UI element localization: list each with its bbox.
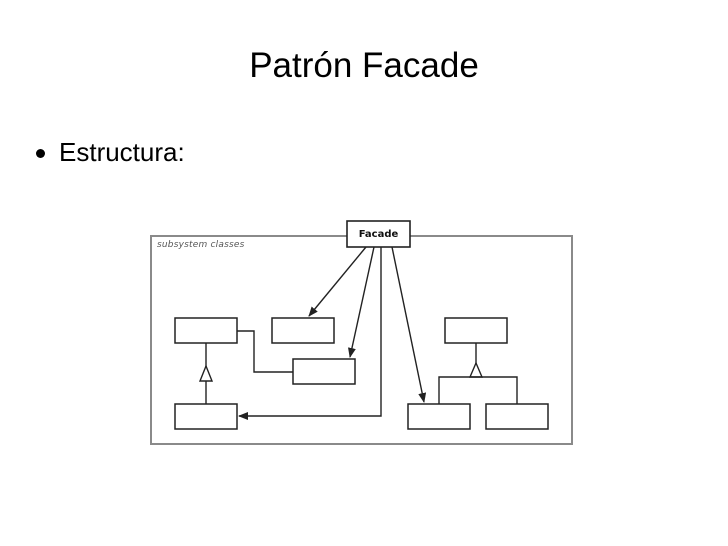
bullet-item: Estructura: — [36, 134, 185, 170]
facade-arrow-to-right-bottom-left — [391, 246, 427, 403]
slide-title: Patrón Facade — [249, 46, 479, 85]
facade-box — [346, 220, 411, 248]
inheritance-triangle-right-icon — [468, 361, 484, 378]
facade-arrow-to-middle-lower — [348, 246, 375, 358]
facade-arrow-to-middle-top — [308, 246, 367, 317]
class-box-middle-top — [271, 317, 335, 344]
bullet-dot-icon — [36, 148, 45, 158]
class-box-right-top — [444, 317, 508, 344]
class-box-middle-lower — [292, 358, 356, 385]
association-left-to-middle — [237, 330, 293, 373]
facade-arrow-to-left-bottom — [238, 247, 382, 420]
class-box-right-bottom-right — [485, 403, 549, 430]
facade-label: Facade — [358, 228, 399, 240]
subsystem-classes-label: subsystem classes — [157, 240, 245, 250]
class-box-left-bottom — [174, 403, 238, 430]
class-box-right-bottom-left — [407, 403, 471, 430]
inheritance-triangle-left-icon — [198, 364, 214, 382]
class-box-left-top — [174, 317, 238, 344]
inheritance-branch-right — [438, 376, 518, 404]
bullet-text: Estructura: — [59, 137, 185, 167]
